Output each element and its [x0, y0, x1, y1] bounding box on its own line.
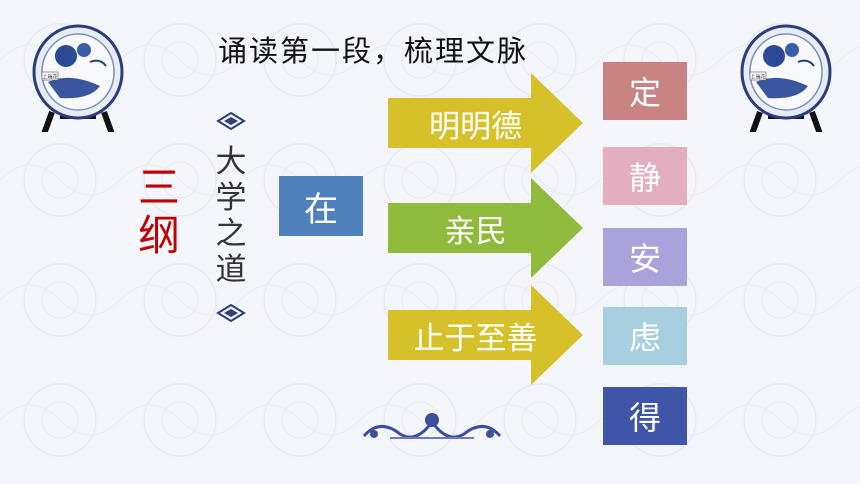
arrow-zhi-yu-zhi-shan: 止于至善	[388, 285, 588, 385]
ornament-divider-icon	[216, 304, 246, 322]
scroll-ornament-icon	[362, 413, 502, 439]
arrow-qin-min: 亲民	[388, 178, 588, 278]
plate-caption: 上瑞花	[42, 74, 57, 81]
vertical-label-group: 大学之道	[206, 112, 256, 322]
arrow-label: 止于至善	[413, 320, 538, 357]
step-jing: 静	[603, 147, 687, 205]
porcelain-plate-icon: 上瑞花	[740, 24, 832, 136]
arrow-label: 明明德	[429, 108, 522, 145]
plate-caption: 上瑞花	[750, 74, 765, 81]
step-lv: 虑	[603, 307, 687, 365]
ornament-divider-icon	[216, 112, 246, 130]
porcelain-plate-left: 上瑞花	[30, 12, 126, 136]
vertical-label: 大学之道	[215, 144, 247, 288]
arrow-label: 亲民	[444, 213, 507, 250]
step-de: 得	[603, 387, 687, 445]
arrow-ming-ming-de: 明明德	[388, 73, 588, 173]
step-ding: 定	[603, 62, 687, 120]
porcelain-plate-icon: 上瑞花	[32, 24, 124, 136]
porcelain-plate-right: 上瑞花	[738, 12, 834, 136]
left-red-label: 三纲	[137, 163, 180, 260]
zai-box: 在	[279, 176, 363, 236]
page-title: 诵读第一段，梳理文脉	[218, 34, 529, 68]
step-an: 安	[603, 228, 687, 286]
